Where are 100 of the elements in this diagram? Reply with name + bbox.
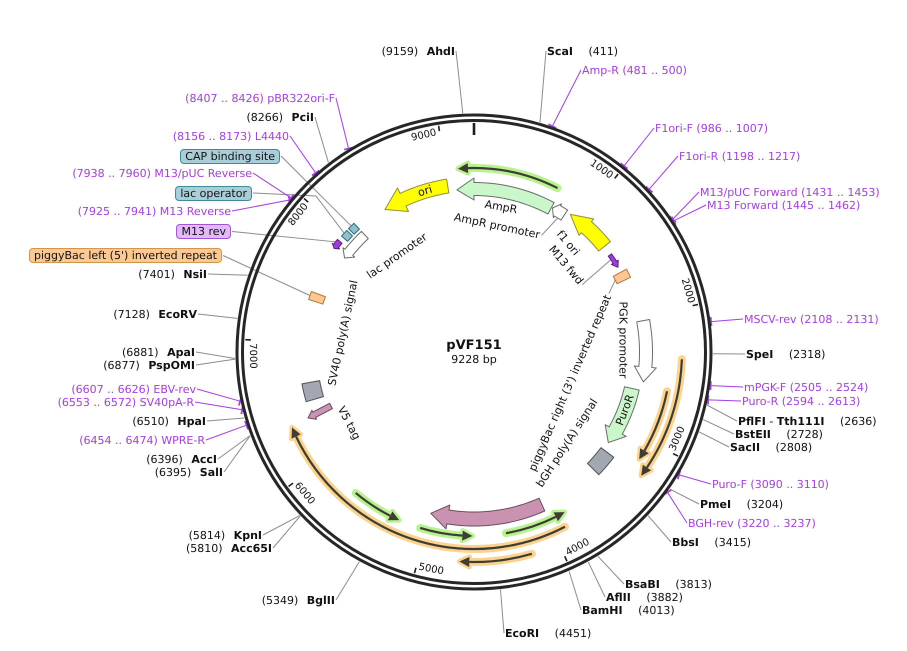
primer-label: Puro-F (3090 .. 3110) <box>712 478 829 490</box>
leader-line <box>196 358 236 366</box>
leader-line <box>206 418 245 422</box>
primer-label: Puro-R (2594 .. 2613) <box>742 394 860 408</box>
leader-line <box>588 561 606 598</box>
feature-block <box>300 379 325 404</box>
restriction-site-label: BamHI (4013) <box>582 604 675 616</box>
restriction-site-label: (6877) PspOMI <box>103 358 195 372</box>
restriction-site-label: (6395) SalI <box>154 466 223 478</box>
pointed-feature-segment <box>603 385 641 445</box>
plasmid-size: 9228 bp <box>451 353 497 366</box>
pointed-feature-segment <box>632 317 658 384</box>
primer-label: M13 Forward (1445 .. 1462) <box>707 198 860 212</box>
scale-label: 5000 <box>418 562 446 578</box>
leader-line <box>194 402 244 416</box>
primer-label: BGH-rev (3220 .. 3237) <box>688 516 816 530</box>
feature-block <box>307 290 327 306</box>
feature-name-tag: CAP binding site <box>180 148 280 164</box>
feature-block <box>346 221 361 236</box>
leader-line <box>280 156 352 226</box>
restriction-site-label: ScaI (411) <box>547 44 618 58</box>
leader-line <box>196 352 236 359</box>
leader-line <box>568 570 582 610</box>
leader-line <box>208 274 248 276</box>
leader-line <box>196 388 242 406</box>
leader-line <box>218 435 251 460</box>
leader-line <box>290 136 320 176</box>
leader-line <box>698 431 730 448</box>
pointed-feature-segment <box>606 252 620 269</box>
leader-line <box>456 50 464 114</box>
scale-label: 7000 <box>246 342 258 368</box>
feature-label: ori <box>416 183 434 200</box>
leader-line <box>336 98 354 151</box>
restriction-site-label: (9159) AhdI <box>382 44 455 58</box>
pointed-feature-segment <box>306 401 334 421</box>
leader-line <box>540 50 546 123</box>
feature-label: PuroR <box>613 392 638 428</box>
leader-line <box>669 488 700 504</box>
primer-label: M13/pUC Forward (1431 .. 1453) <box>700 186 880 198</box>
scale-label: 4000 <box>564 536 592 560</box>
leader-line <box>597 556 624 584</box>
primer-label: F1ori-R (1198 .. 1217) <box>679 150 800 162</box>
leader-line <box>336 561 360 600</box>
leader-line <box>232 194 292 212</box>
feature-name-tag: lac operator <box>175 186 252 200</box>
restriction-site-label: EcoRI (4451) <box>505 626 592 640</box>
leader-line <box>541 218 558 236</box>
restriction-site-label: BsaBI (3813) <box>625 578 712 590</box>
leader-line <box>710 316 744 327</box>
leader-line <box>662 489 688 524</box>
leader-line <box>262 515 300 536</box>
restriction-site-label: SpeI (2318) <box>746 348 826 360</box>
leader-line <box>648 515 672 542</box>
leader-line <box>252 192 345 234</box>
restriction-site-label: (6510) HpaI <box>132 414 206 428</box>
pointed-feature-segment <box>341 229 370 260</box>
restriction-site-label: (7401) NsiI <box>138 268 207 280</box>
pointed-feature-segment <box>330 237 344 251</box>
leader-line <box>668 192 700 224</box>
primer-label: Amp-R (481 .. 500) <box>582 64 687 76</box>
restriction-site-label: PmeI (3204) <box>700 498 784 510</box>
restriction-site-label: SacII (2808) <box>730 440 812 454</box>
feature-label: AmpR <box>484 198 518 216</box>
scale-label: 9000 <box>410 126 438 144</box>
primer-label: F1ori-F (986 .. 1007) <box>655 122 768 134</box>
feature-label: V5 tag <box>334 404 364 442</box>
feature-label: PGK promoter <box>616 302 630 378</box>
restriction-site-label: (6881) ApaI <box>122 346 195 358</box>
leader-line <box>314 116 329 163</box>
leader-line <box>206 420 249 440</box>
restriction-site-label: (7128) EcoRV <box>113 308 197 320</box>
restriction-site-label: BbsI (3415) <box>672 536 751 548</box>
feature-block <box>585 446 616 477</box>
leader-line <box>702 419 734 434</box>
restriction-site-label: AflII (3882) <box>606 590 683 604</box>
primer-label: MSCV-rev (2108 .. 2131) <box>744 312 879 326</box>
leader-line <box>582 259 612 286</box>
leader-line <box>608 280 616 294</box>
restriction-site-label: (8266) PciI <box>246 110 314 124</box>
feature-block <box>340 228 355 243</box>
primer-label: (8156 .. 8173) L4440 <box>172 130 289 142</box>
leader-line <box>500 589 504 634</box>
restriction-site-label: PflFI - Tth111I (2636) <box>738 414 877 428</box>
pointed-feature-segment <box>429 496 547 531</box>
restriction-site-label: (5810) Acc65I <box>186 542 272 554</box>
leader-line <box>232 231 336 242</box>
primer-label: mPGK-F (2505 .. 2524) <box>744 380 868 394</box>
primer-label: (6607 .. 6626) EBV-rev <box>71 382 196 396</box>
restriction-site-label: (5349) BglII <box>262 594 335 606</box>
primer-label: (8407 .. 8426) pBR322ori-F <box>185 92 335 104</box>
feature-name-tag: M13 rev <box>176 224 231 239</box>
primer-label: (7938 .. 7960) M13/pUC Reverse <box>72 166 252 180</box>
feature-label: SV40 poly(A) signal <box>325 279 361 387</box>
restriction-site-label: (5814) KpnI <box>188 528 262 542</box>
leader-line <box>224 435 251 472</box>
leader-line <box>222 255 310 296</box>
leader-line <box>706 404 738 422</box>
restriction-site-label: (6396) AccI <box>146 452 217 466</box>
leader-line <box>547 70 582 130</box>
leader-line <box>710 380 744 392</box>
